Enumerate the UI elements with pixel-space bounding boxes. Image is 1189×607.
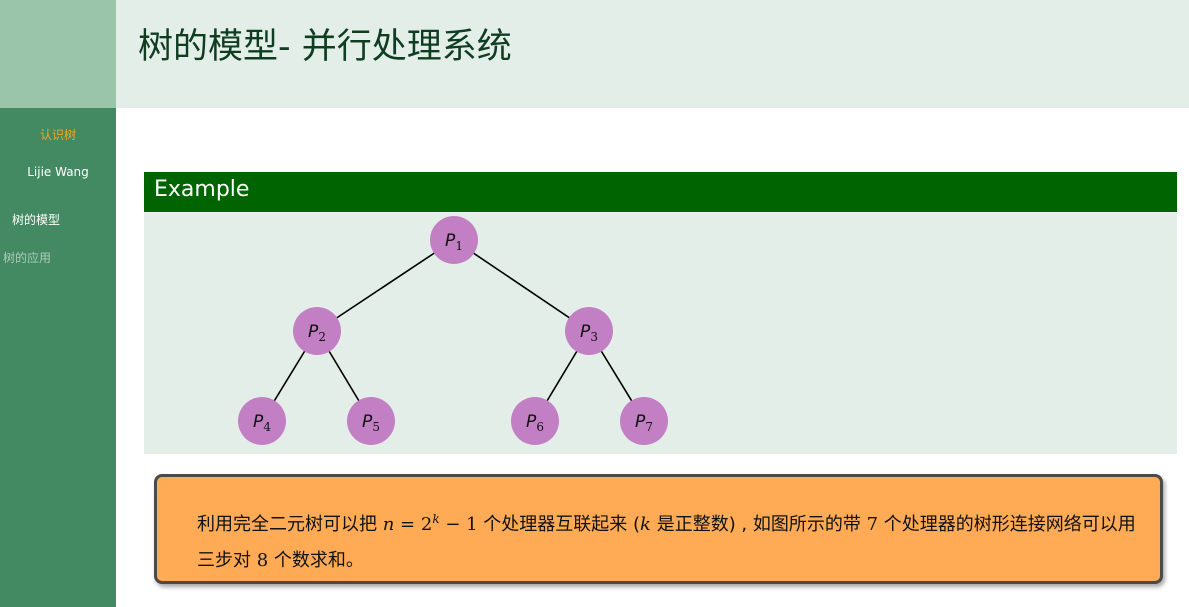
math-minus-one: − 1	[439, 514, 478, 535]
note-part-5: 个数求和。	[268, 550, 364, 571]
math-eight: 8	[256, 550, 269, 571]
math-seven: 7	[866, 514, 879, 535]
sidebar-presentation-title[interactable]: 认识树	[39, 128, 76, 142]
tree-edge-1	[316, 239, 455, 332]
tree-node-label-p5: P5	[362, 412, 380, 434]
tree-node-label-p6: P6	[526, 412, 544, 434]
note-text: 利用完全二元树可以把 n = 2k − 1 个处理器互联起来 (k 是正整数) …	[197, 501, 1137, 579]
tree-edge-2	[453, 239, 590, 332]
tree-node-p5	[347, 397, 395, 445]
frame-header	[116, 0, 1189, 108]
note-callout-box: 利用完全二元树可以把 n = 2k − 1 个处理器互联起来 (k 是正整数) …	[154, 474, 1163, 584]
math-exponent-k: k	[432, 512, 440, 526]
tree-node-label-p2: P2	[308, 322, 326, 344]
sidebar-section-other[interactable]: 树的应用	[3, 251, 52, 265]
example-block-header	[144, 172, 1177, 212]
frame-title: 树的模型- 并行处理系统	[138, 27, 512, 67]
sidebar-header-band	[0, 0, 116, 108]
math-equals-two: = 2	[394, 514, 433, 535]
tree-node-p7	[620, 397, 668, 445]
sidebar-author[interactable]: Lijie Wang	[27, 165, 89, 179]
math-k: k	[640, 514, 651, 535]
tree-node-label-p3: P3	[580, 322, 598, 344]
note-part-4: 个处理器的树形连接网络可以用三步对	[197, 514, 1136, 571]
tree-node-p2	[293, 307, 341, 355]
tree-node-p1	[430, 216, 478, 264]
tree-node-label-p4: P4	[253, 412, 271, 434]
tree-node-label-p7: P7	[635, 412, 653, 434]
tree-node-p4	[238, 397, 286, 445]
note-part-1: 利用完全二元树可以把	[197, 514, 383, 535]
tree-node-p3	[565, 307, 613, 355]
sidebar	[0, 108, 116, 607]
tree-node-p6	[511, 397, 559, 445]
math-n: n	[382, 514, 395, 535]
example-block-title: Example	[154, 177, 250, 202]
note-part-2: 个处理器互联起来 (	[477, 514, 641, 535]
sidebar-section-current[interactable]: 树的模型	[12, 213, 61, 227]
tree-node-label-p1: P1	[445, 231, 463, 253]
note-part-3: 是正整数) , 如图所示的带	[650, 514, 867, 535]
